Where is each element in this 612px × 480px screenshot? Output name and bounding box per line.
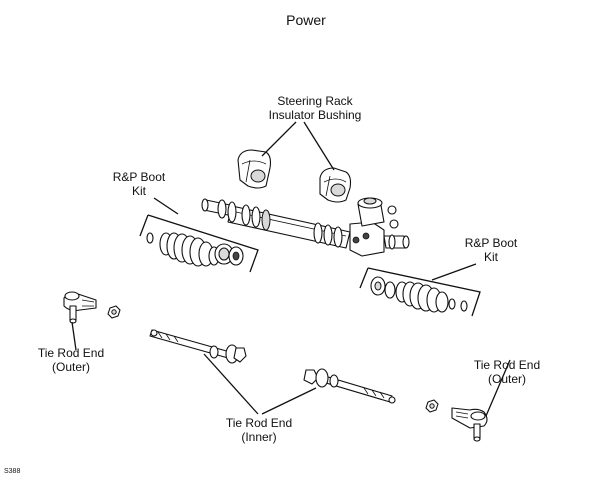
label-tie-rod-inner: Tie Rod End (Inner) [214, 416, 304, 444]
tie-rod-inner-right [303, 368, 396, 404]
boot-kit-right [359, 267, 481, 317]
label-tie-rod-outer-left-line2: (Outer) [51, 360, 90, 374]
label-boot-kit-left-line2: Kit [131, 184, 146, 198]
label-boot-kit-left-line1: R&P Boot [112, 170, 166, 184]
label-insulator-bushing: Steering Rack Insulator Bushing [260, 94, 370, 122]
label-insulator-bushing-line1: Steering Rack [277, 94, 353, 108]
label-tie-rod-inner-line1: Tie Rod End [225, 416, 293, 430]
label-insulator-bushing-line2: Insulator Bushing [268, 108, 362, 122]
tie-rod-outer-right [425, 399, 488, 442]
label-boot-kit-right-line2: Kit [483, 250, 498, 264]
label-tie-rod-inner-line2: (Inner) [241, 430, 277, 444]
label-boot-kit-right-line1: R&P Boot [464, 236, 518, 250]
insulator-bushing-right [319, 167, 352, 203]
boot-kit-left [139, 214, 259, 273]
insulator-bushing-left [237, 149, 272, 189]
tie-rod-outer-left [63, 291, 121, 324]
label-tie-rod-outer-left-line1: Tie Rod End [37, 346, 105, 360]
diagram-title: Power [286, 12, 326, 28]
label-boot-kit-right: R&P Boot Kit [456, 236, 526, 264]
tie-rod-inner [149, 329, 247, 364]
steering-rack-assembly [201, 197, 410, 257]
label-tie-rod-outer-right-line2: (Outer) [487, 372, 526, 386]
label-tie-rod-outer-right: Tie Rod End (Outer) [462, 358, 552, 386]
label-tie-rod-outer-right-line1: Tie Rod End [473, 358, 541, 372]
label-tie-rod-outer-left: Tie Rod End (Outer) [26, 346, 116, 374]
label-boot-kit-left: R&P Boot Kit [104, 170, 174, 198]
figure-code: S388 [4, 468, 21, 475]
leader-lines [71, 121, 511, 417]
